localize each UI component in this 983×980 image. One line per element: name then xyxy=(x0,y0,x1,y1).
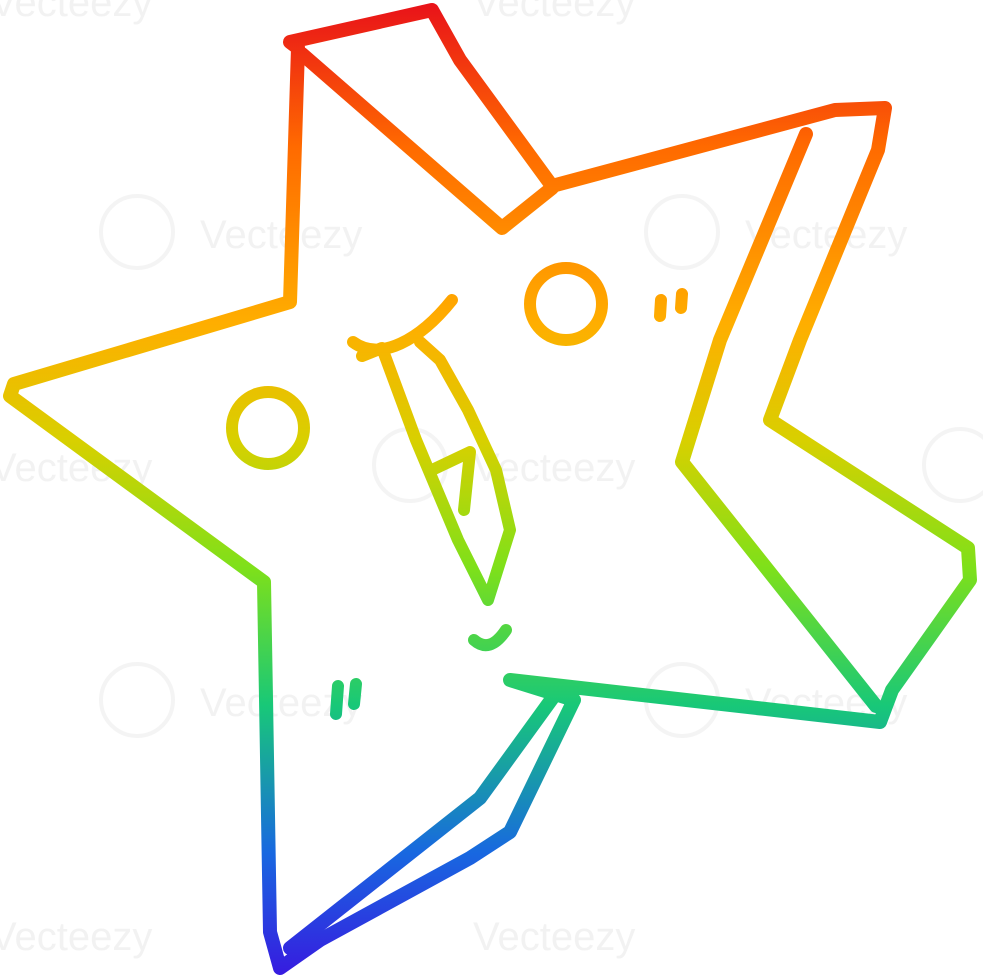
watermark-text: Vecteezy xyxy=(200,213,362,257)
chin-smile xyxy=(468,624,512,652)
right-eye xyxy=(524,262,608,346)
mouth-inner-curve xyxy=(426,446,476,516)
watermark-text: Vecteezy xyxy=(0,0,152,25)
star-outline xyxy=(3,3,977,975)
left-eye xyxy=(226,386,310,470)
open-mouth xyxy=(347,294,516,606)
cheek-mark-right xyxy=(654,288,688,322)
watermark-text: Vecteezy xyxy=(473,0,635,25)
cheek-mark-left xyxy=(330,678,362,720)
star-face xyxy=(226,262,688,720)
watermark-text: Vecteezy xyxy=(473,915,635,959)
watermark: Vecteezy Vecteezy Vecteezy Vecteezy Vect… xyxy=(0,0,983,959)
watermark-text: Vecteezy xyxy=(0,915,152,959)
